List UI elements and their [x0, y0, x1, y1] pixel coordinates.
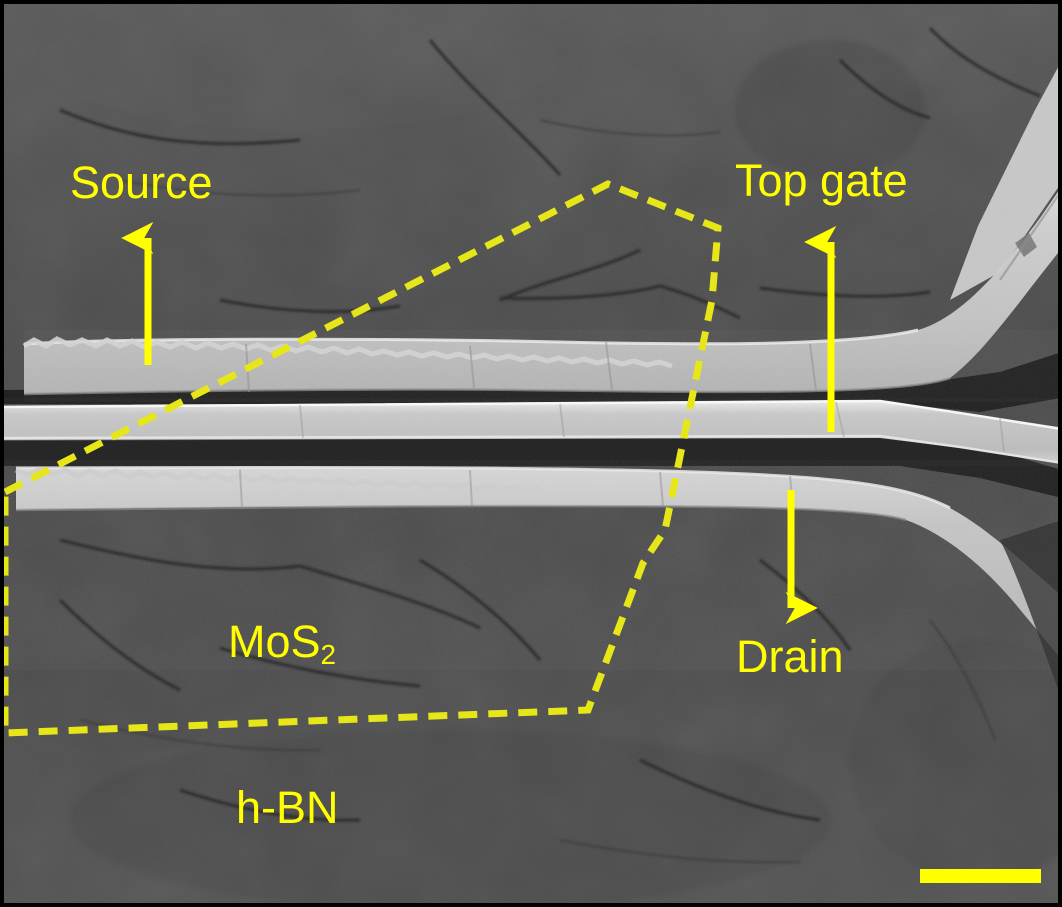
top-gate-label: Top gate [735, 155, 908, 206]
source-label: Source [70, 157, 213, 208]
mos2-label: MoS2 [228, 616, 336, 669]
mos2-label-main: MoS [228, 616, 321, 667]
mos2-flake-outline [4, 180, 722, 737]
mos2-label-subscript: 2 [320, 639, 337, 671]
drain-label: Drain [736, 631, 844, 682]
annotation-arrows [121, 221, 837, 625]
scale-bar [920, 869, 1041, 883]
hbn-label: h-BN [236, 782, 339, 833]
